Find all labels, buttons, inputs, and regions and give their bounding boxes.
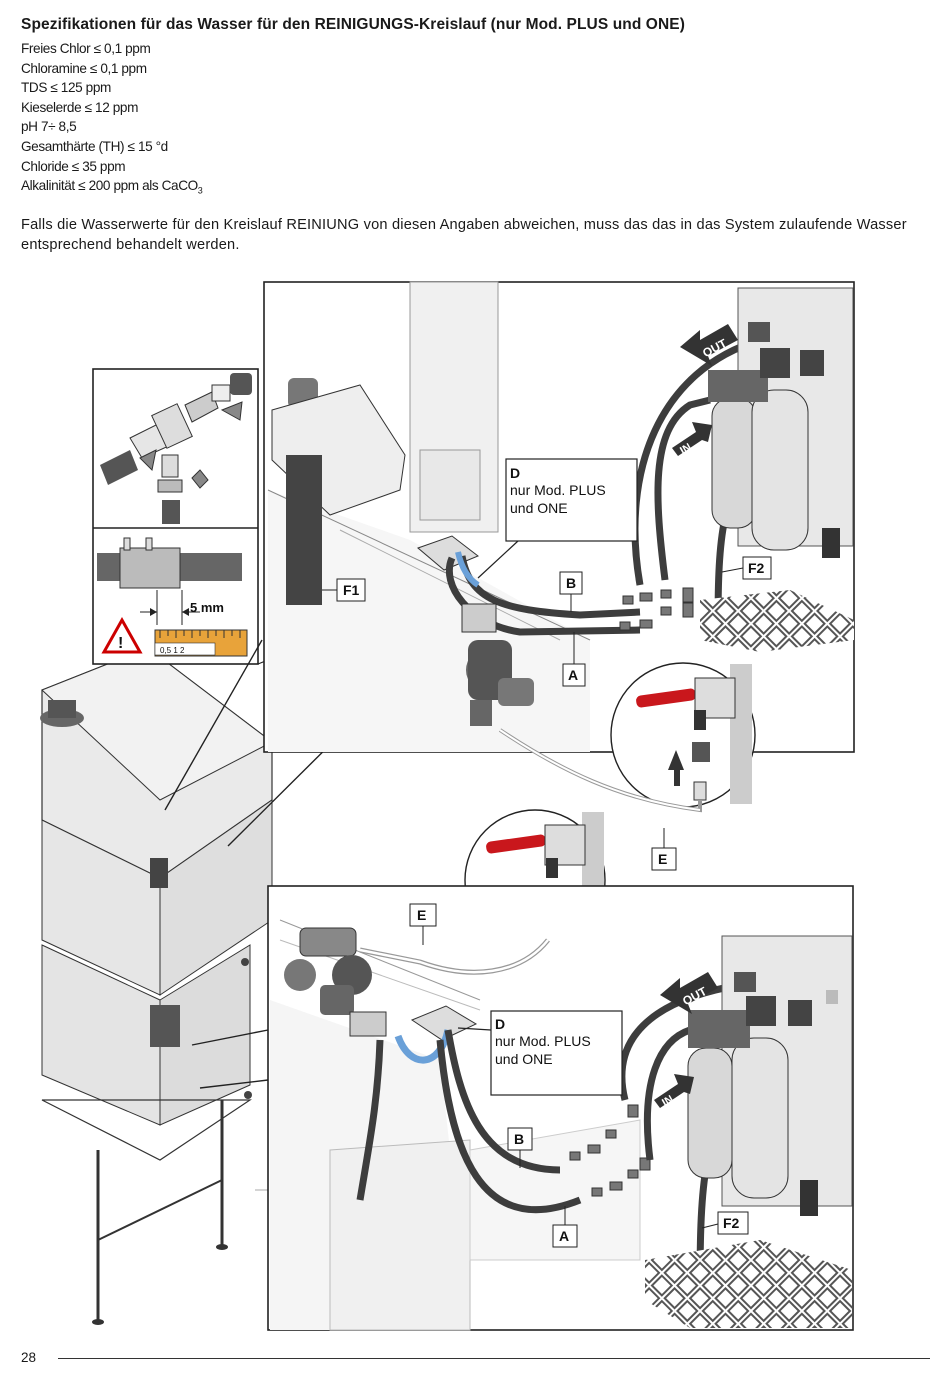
tap-handle-icon (636, 688, 696, 708)
spec-item: Gesamthärte (TH) ≤ 15 °d (21, 138, 168, 154)
label-e: E (658, 851, 667, 867)
bottom-connection-panel: OUT IN (267, 885, 854, 1331)
spec-item: Alkalinität ≤ 200 ppm als CaCO3 (21, 178, 203, 196)
warning-icon (101, 616, 143, 654)
label-f2: F2 (748, 560, 765, 576)
oven-unit (40, 647, 273, 1325)
in-arrow-icon: IN (654, 1074, 694, 1109)
fitting-detail-inset: 5 mm ! 0,5 1 2 (92, 368, 259, 665)
spec-item: pH 7÷ 8,5 (21, 119, 77, 135)
tap-detail-circle-right (610, 662, 756, 808)
water-spec-list: Freies Chlor ≤ 0,1 ppm Chloramine ≤ 0,1 … (21, 39, 203, 201)
installation-diagram: 5 mm ! 0,5 1 2 (40, 281, 855, 1331)
label-a: A (568, 667, 578, 683)
top-connection-panel: OUT IN (263, 281, 855, 753)
footer-rule (58, 1358, 930, 1359)
treatment-note: Falls die Wasserwerte für den Kreislauf … (21, 217, 907, 253)
spec-item: TDS ≤ 125 ppm (21, 80, 111, 96)
page-heading: Spezifikationen für das Wasser für den R… (21, 16, 685, 33)
svg-text:IN: IN (678, 441, 694, 457)
tap-handle-icon (486, 834, 546, 854)
label-a: A (559, 1228, 569, 1244)
ruler-marks: 0,5 1 2 (160, 646, 185, 655)
svg-text:IN: IN (660, 1093, 676, 1109)
callout-letter: D (495, 1016, 505, 1032)
label-f2: F2 (723, 1215, 740, 1231)
label-f1: F1 (343, 582, 360, 598)
spec-item: Freies Chlor ≤ 0,1 ppm (21, 41, 151, 56)
callout-text: nur Mod. PLUS (510, 482, 606, 498)
page-number: 28 (21, 1350, 37, 1365)
spec-item: Chloramine ≤ 0,1 ppm (21, 60, 147, 76)
callout-letter: D (510, 465, 520, 481)
callout-text: und ONE (510, 500, 568, 516)
callout-d-top: D nur Mod. PLUS und ONE (477, 458, 638, 579)
spec-item: Chloride ≤ 35 ppm (21, 158, 126, 174)
label-b: B (514, 1131, 524, 1147)
callout-text: und ONE (495, 1051, 553, 1067)
in-arrow-icon: IN (672, 422, 712, 457)
measure-label: 5 mm (190, 600, 224, 615)
svg-text:!: ! (118, 635, 123, 652)
callout-d-bottom: D nur Mod. PLUS und ONE (457, 1010, 623, 1096)
callout-text: nur Mod. PLUS (495, 1033, 591, 1049)
label-e: E (417, 907, 426, 923)
spec-item: Kieselerde ≤ 12 ppm (21, 99, 138, 115)
label-b: B (566, 575, 576, 591)
